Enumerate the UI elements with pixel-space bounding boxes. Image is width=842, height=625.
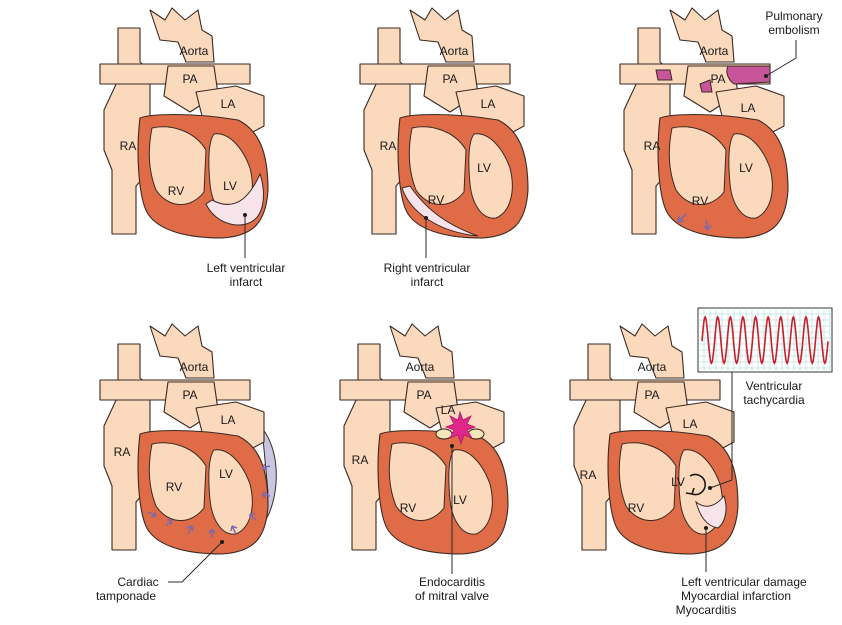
label-aorta: Aorta (440, 44, 469, 58)
label-la: LA (683, 417, 698, 431)
embolus-blob-icon (655, 69, 673, 81)
ecg-caption-line-2: tachycardia (743, 393, 805, 407)
label-pa: PA (442, 72, 457, 86)
label-aorta: Aorta (406, 360, 435, 374)
leader-line (168, 541, 223, 583)
panel-cardiac-tamponade: Aorta PA LA RA RV LV Cardiac tamponade (96, 323, 277, 603)
label-pa: PA (416, 388, 431, 402)
caption-line-1: Left ventricular (207, 261, 286, 275)
arrow-icon (261, 491, 271, 499)
embolus-blob-icon (726, 65, 771, 85)
panel-left-ventricular-damage: Aorta PA LA RA RV LV Ventricular tachyca… (569, 307, 833, 617)
arrow-icon (677, 213, 687, 223)
label-lv: LV (219, 467, 233, 481)
caption-line-1: Cardiac (117, 575, 158, 589)
arrow-icon (249, 513, 257, 521)
caption-line-2: infarct (411, 275, 444, 289)
label-lv: LV (739, 161, 753, 175)
arrow-icon (186, 525, 194, 535)
label-lv: LV (671, 475, 685, 489)
lv-infarct-area (205, 172, 264, 226)
label-ra: RA (114, 445, 131, 459)
caption-line-2: of mitral valve (415, 589, 489, 603)
leader-line (765, 40, 797, 77)
panel-right-ventricular-infarct: Aorta PA LA RA RV LV Right ventricular i… (359, 7, 529, 289)
label-pa: PA (644, 388, 659, 402)
caption-line-2: infarct (230, 275, 263, 289)
label-aorta: Aorta (180, 360, 209, 374)
rv-infarct-area (401, 185, 479, 237)
heart-illustration (99, 323, 269, 555)
panel-left-ventricular-infarct: Aorta PA LA RA RV LV Left ventricular in… (99, 7, 286, 289)
label-la: LA (741, 101, 756, 115)
caption-line-3: Myocarditis (676, 603, 737, 617)
caption-line-1: Right ventricular (384, 261, 471, 275)
ecg-caption-line-1: Ventricular (746, 379, 803, 393)
label-aorta: Aorta (700, 44, 729, 58)
label-rv: RV (428, 193, 444, 207)
label-ra: RA (380, 139, 397, 153)
label-rv: RV (400, 501, 416, 515)
vegetation-starburst-icon (444, 410, 477, 446)
label-aorta: Aorta (180, 44, 209, 58)
mitral-leaflet (435, 428, 453, 440)
label-la: LA (221, 97, 236, 111)
caption-line-1: Left ventricular damage (681, 575, 807, 589)
arrow-icon (208, 528, 216, 538)
panel-pulmonary-embolism: Aorta PA LA RA RV LV Pulmonary embolism (619, 7, 823, 239)
arrow-icon (230, 525, 238, 535)
leader-dot (708, 486, 712, 490)
caption-line-1: Endocarditis (419, 575, 485, 589)
arrow-icon (165, 519, 173, 527)
label-rv: RV (692, 194, 708, 208)
label-rv: RV (628, 501, 644, 515)
label-pa: PA (710, 72, 725, 86)
caption-line-2: Myocardial infarction (681, 589, 791, 603)
label-aorta: Aorta (638, 360, 667, 374)
label-lv: LV (223, 179, 237, 193)
caption-line-1: Pulmonary (765, 9, 822, 23)
label-ra: RA (120, 139, 137, 153)
label-la: LA (221, 413, 236, 427)
label-ra: RA (644, 139, 661, 153)
reentry-circle-arrow-icon (685, 473, 706, 496)
arrow-icon (703, 219, 712, 231)
label-la: LA (441, 403, 456, 417)
label-la: LA (481, 97, 496, 111)
label-pa: PA (182, 72, 197, 86)
label-lv: LV (453, 493, 467, 507)
panel-endocarditis: Aorta PA LA RA RV LV Endocarditis of mit… (339, 323, 509, 603)
heart-illustration (339, 323, 509, 555)
embolus-blob-icon (699, 79, 713, 93)
label-pa: PA (182, 388, 197, 402)
ecg-strip-icon (697, 307, 833, 373)
lv-damage-area (695, 494, 727, 529)
label-ra: RA (580, 468, 597, 482)
label-lv: LV (477, 161, 491, 175)
caption-line-2: tamponade (96, 589, 156, 603)
arrow-icon (147, 511, 157, 518)
caption-line-2: embolism (768, 23, 819, 37)
leader-line (709, 479, 733, 489)
arrow-icon (261, 463, 271, 471)
label-ra: RA (352, 453, 369, 467)
label-rv: RV (168, 184, 184, 198)
label-rv: RV (166, 480, 182, 494)
